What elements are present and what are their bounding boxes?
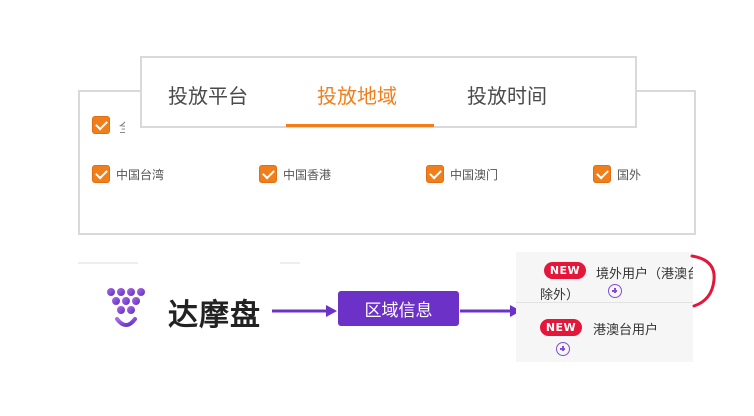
divider [516, 302, 693, 303]
new-badge: NEW [544, 262, 586, 279]
select-all-checkbox[interactable] [92, 116, 110, 134]
tab-region[interactable]: 投放地域 [317, 84, 397, 108]
region-label: 中国台湾 [116, 167, 165, 182]
highlight-circle-arc [690, 254, 716, 308]
check-icon [261, 166, 275, 179]
tab-bar: 投放平台 投放地域 投放时间 [140, 56, 637, 128]
audience-label-overseas-line2: 除外） [540, 288, 580, 303]
audience-label-overseas: 境外用户（港澳台 [596, 267, 693, 282]
dmp-logo-icon [107, 288, 145, 327]
divider [280, 262, 300, 264]
region-checkbox[interactable] [593, 165, 611, 183]
tab-time[interactable]: 投放时间 [467, 84, 547, 108]
region-label: 国外 [617, 167, 642, 182]
region-option-overseas[interactable]: 国外 [593, 164, 641, 184]
audience-card: NEW 境外用户（港澳台 除外） NEW 港澳台用户 [516, 252, 693, 362]
add-circle-icon[interactable] [608, 284, 622, 298]
region-label: 中国澳门 [450, 167, 499, 182]
tab-platform[interactable]: 投放平台 [168, 84, 248, 108]
region-label: 中国香港 [283, 167, 332, 182]
region-option-macau[interactable]: 中国澳门 [426, 164, 498, 184]
brand-name: 达摩盘 [168, 298, 261, 333]
region-checkbox[interactable] [259, 165, 277, 183]
add-circle-icon[interactable] [556, 342, 570, 356]
region-checkbox[interactable] [92, 165, 110, 183]
audience-label-hkmotw: 港澳台用户 [593, 323, 659, 338]
region-checkbox[interactable] [426, 165, 444, 183]
new-badge: NEW [540, 319, 582, 336]
region-option-hongkong[interactable]: 中国香港 [259, 164, 331, 184]
check-icon [94, 166, 108, 179]
check-icon [595, 166, 609, 179]
select-all-label: 全 [119, 117, 125, 136]
region-option-taiwan[interactable]: 中国台湾 [92, 164, 164, 184]
active-tab-indicator [286, 124, 434, 127]
divider [78, 262, 138, 264]
check-icon [94, 117, 108, 130]
check-icon [428, 166, 442, 179]
region-options: 中国台湾 中国香港 中国澳门 国外 [92, 164, 682, 184]
arrow-head [326, 305, 337, 317]
region-info-button[interactable]: 区域信息 [338, 291, 459, 326]
